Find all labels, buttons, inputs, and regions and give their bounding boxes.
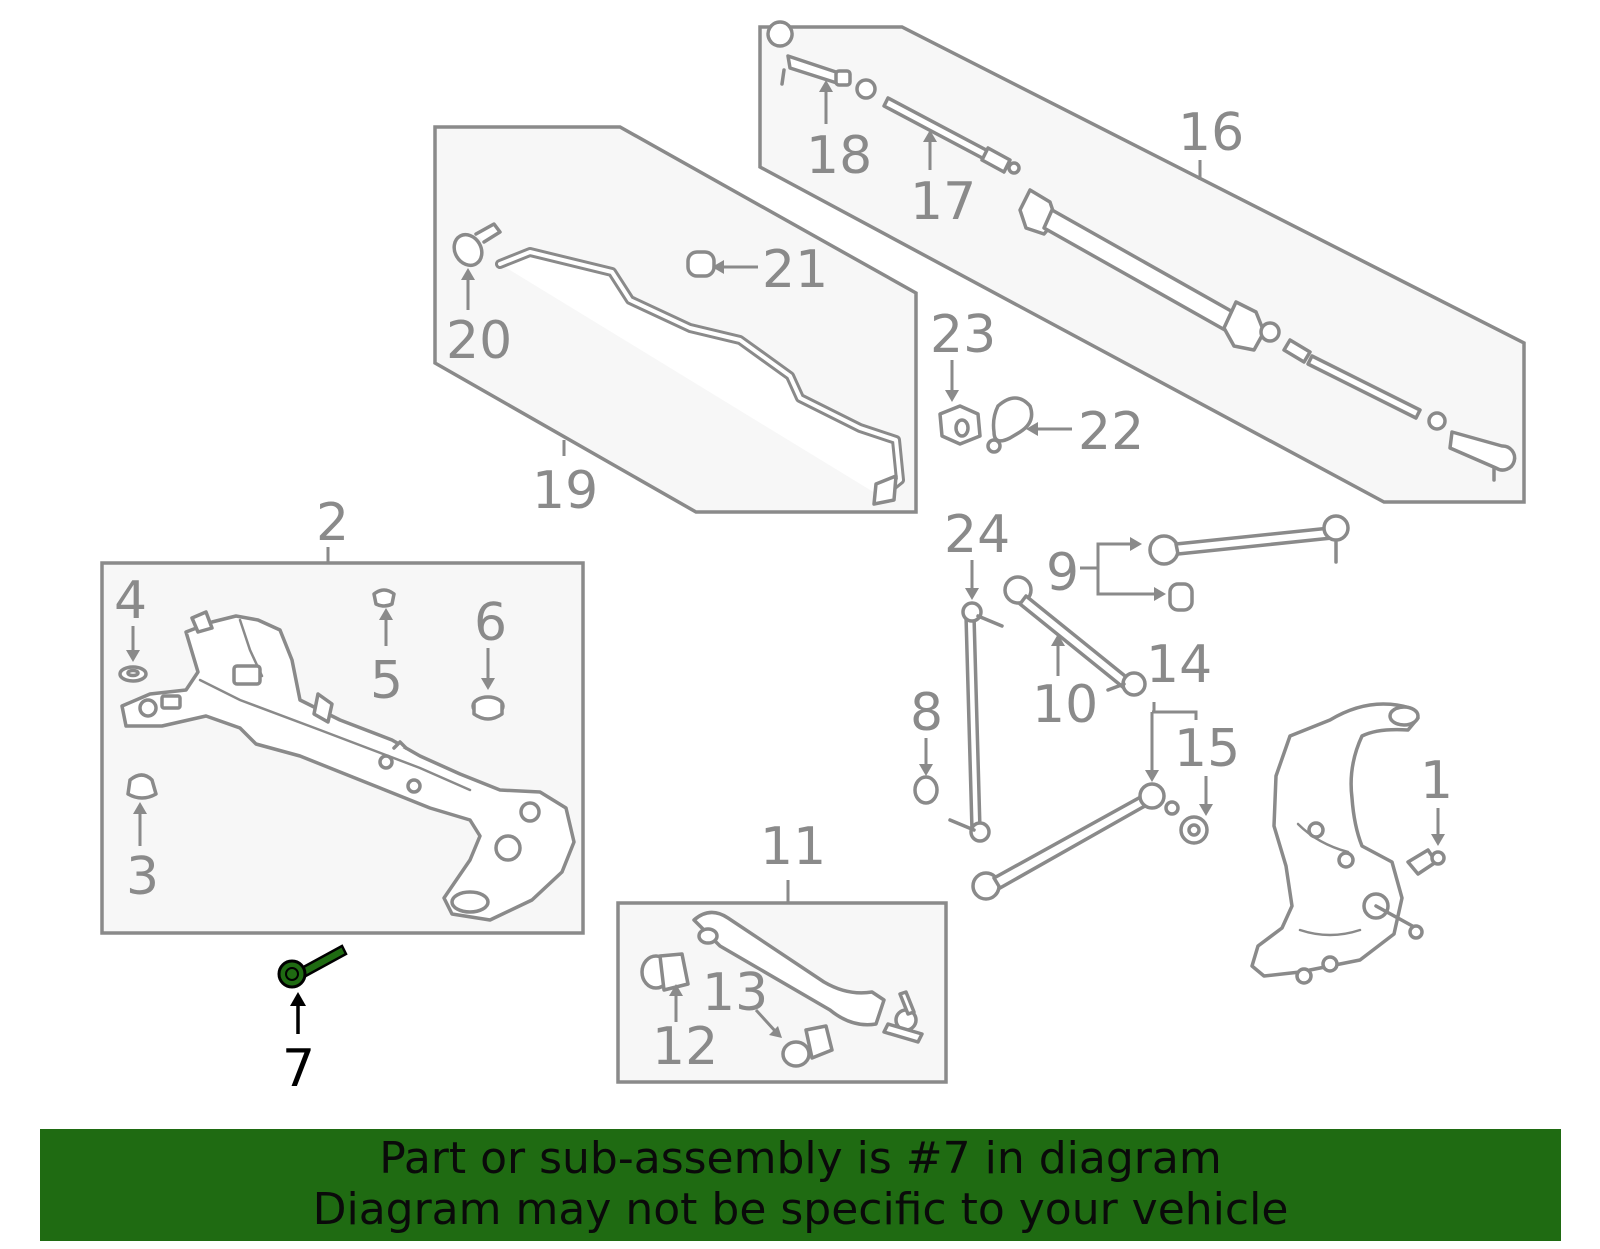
part-3-bushing[interactable]	[126, 773, 158, 800]
callout-11: 11	[760, 817, 826, 877]
part-2-crossmember[interactable]	[120, 610, 576, 922]
part-1-knuckle[interactable]	[1250, 702, 1446, 985]
part-7-bolt[interactable]	[277, 944, 348, 989]
callout-3: 3	[126, 847, 159, 907]
leader-lines	[126, 80, 1445, 1038]
callout-7: 7	[282, 1039, 315, 1099]
part-9-link[interactable]	[1148, 514, 1350, 612]
part-24-stabilizer-link[interactable]	[948, 601, 1004, 843]
callout-10: 10	[1032, 675, 1098, 735]
part-11-control-arm[interactable]	[692, 910, 924, 1044]
part-10-lateral-link[interactable]	[1003, 575, 1147, 697]
part-16-steering-rack[interactable]	[1018, 188, 1517, 482]
callout-24: 24	[944, 505, 1010, 565]
part-8-bushing[interactable]	[913, 775, 939, 805]
part-17-inner-tie-rod[interactable]	[882, 96, 1021, 175]
part-12-bushing[interactable]	[640, 952, 690, 992]
callout-labels: 18 17 16 20 21 19 23 22 2 4 5 6 3 7 11 1…	[114, 103, 1453, 1099]
part-15-bushing[interactable]	[1179, 815, 1209, 845]
part-21-bushing[interactable]	[686, 250, 716, 278]
callout-16: 16	[1178, 103, 1244, 163]
part-14-link[interactable]	[971, 782, 1180, 901]
part-20-clamp[interactable]	[449, 222, 502, 270]
part-13-bushing[interactable]	[781, 1024, 834, 1068]
callout-8: 8	[910, 683, 943, 743]
banner-line-part: Part or sub-assembly is #7 in diagram	[379, 1133, 1222, 1184]
part-19-stabilizer-bar[interactable]	[495, 247, 905, 506]
callout-15: 15	[1174, 719, 1240, 779]
part-23-bushing[interactable]	[938, 404, 982, 446]
part-22-bracket[interactable]	[986, 396, 1034, 454]
callout-5: 5	[370, 651, 403, 711]
banner-line-disclaimer: Diagram may not be specific to your vehi…	[312, 1184, 1289, 1235]
callout-1: 1	[1420, 751, 1453, 811]
info-banner: Part or sub-assembly is #7 in diagram Di…	[40, 1129, 1561, 1241]
part-5-plug[interactable]	[372, 588, 396, 608]
callout-12: 12	[652, 1017, 718, 1077]
part-6-cap[interactable]	[471, 695, 505, 721]
callout-22: 22	[1078, 402, 1144, 462]
part-4-washer[interactable]	[118, 665, 148, 683]
callout-14: 14	[1146, 635, 1212, 695]
callout-13: 13	[702, 963, 768, 1023]
callout-18: 18	[806, 126, 872, 186]
callout-4: 4	[114, 571, 147, 631]
callout-19: 19	[532, 461, 598, 521]
callout-6: 6	[474, 593, 507, 653]
callout-23: 23	[930, 305, 996, 365]
callout-17: 17	[910, 172, 976, 232]
callout-20: 20	[446, 311, 512, 371]
callout-2: 2	[316, 493, 349, 553]
callout-9: 9	[1046, 543, 1079, 603]
part-18-tie-rod-end[interactable]	[766, 20, 877, 100]
callout-21: 21	[762, 240, 828, 300]
